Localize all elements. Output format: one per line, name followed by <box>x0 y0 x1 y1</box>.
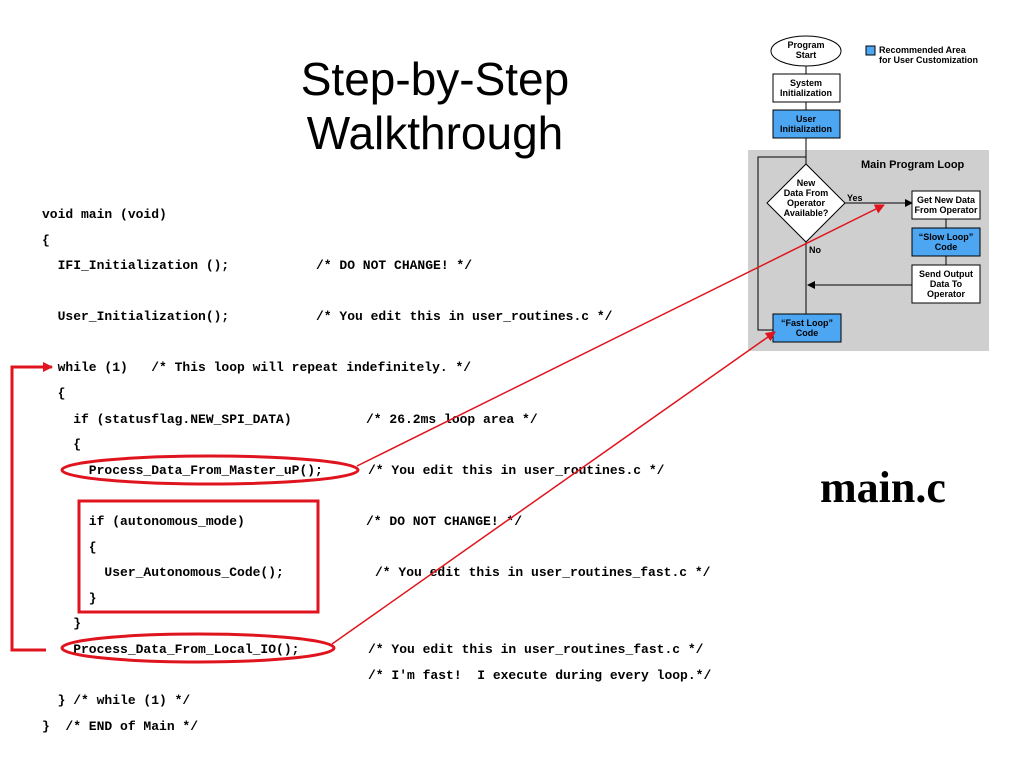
code-comment: /* DO NOT CHANGE! */ <box>316 258 473 273</box>
loop-title: Main Program Loop <box>861 159 965 171</box>
file-label: main.c <box>820 463 946 512</box>
slow-loop-label: “Slow Loop” <box>919 232 974 242</box>
code-line: while (1) /* This loop will repeat indef… <box>42 360 472 375</box>
arrow-to-fast-loop <box>331 331 776 645</box>
code-line: void main (void) <box>42 207 167 222</box>
legend-swatch <box>865 45 876 56</box>
code-line: User_Autonomous_Code(); <box>42 565 284 580</box>
slow-loop-node <box>911 227 981 257</box>
title-line-1: Step-by-Step <box>300 53 570 105</box>
user-init-label: User <box>796 114 817 124</box>
code-line: } <box>42 591 97 606</box>
legend-label: for User Customization <box>879 55 978 65</box>
code-line: { <box>42 437 82 452</box>
code-line: User_Initialization(); <box>42 309 230 324</box>
fast-loop-node <box>772 313 842 343</box>
get-data-label: From Operator <box>914 205 978 215</box>
loop-bracket-arrow <box>10 362 53 652</box>
code-line: if (autonomous_mode) <box>42 514 245 529</box>
code-comment: /* 26.2ms loop area */ <box>366 412 538 427</box>
code-line: IFI_Initialization (); <box>42 258 230 273</box>
code-line: { <box>42 386 66 401</box>
get-data-node <box>911 190 981 220</box>
decision-label: New <box>797 178 817 188</box>
decision-label: Available? <box>784 208 829 218</box>
slow-loop-label: Code <box>935 242 958 252</box>
fast-loop-label: Code <box>796 328 819 338</box>
decision-label: Operator <box>787 198 826 208</box>
system-init-label: System <box>790 78 822 88</box>
code-line: { <box>42 233 50 248</box>
highlight-master-up <box>60 454 360 486</box>
code-line: if (statusflag.NEW_SPI_DATA) <box>42 412 292 427</box>
send-output-label: Data To <box>930 279 963 289</box>
code-comment: /* You edit this in user_routines.c */ <box>316 309 613 324</box>
get-data-label: Get New Data <box>917 195 976 205</box>
highlight-autonomous-block <box>77 499 320 614</box>
send-output-label: Operator <box>927 289 966 299</box>
program-start-label: Program <box>787 40 824 50</box>
highlight-local-io <box>60 632 336 664</box>
code-line: Process_Data_From_Local_IO(); <box>42 642 300 657</box>
program-start-label: Start <box>796 50 817 60</box>
code-comment: /* I'm fast! I execute during every loop… <box>368 668 712 683</box>
code-line: } /* while (1) */ <box>42 693 191 708</box>
yes-label: Yes <box>847 193 863 203</box>
send-output-node <box>911 264 981 304</box>
code-line: { <box>42 540 97 555</box>
code-line: } <box>42 616 82 631</box>
slide-title: Step-by-Step Walkthrough <box>250 52 620 160</box>
decision-label: Data From <box>784 188 829 198</box>
code-comment: /* You edit this in user_routines.c */ <box>368 463 665 478</box>
user-init-label: Initialization <box>780 124 832 134</box>
system-init-label: Initialization <box>780 88 832 98</box>
user-init-node <box>772 109 841 139</box>
code-line: } /* END of Main */ <box>42 719 199 734</box>
title-line-2: Walkthrough <box>306 107 564 159</box>
code-comment: /* You edit this in user_routines_fast.c… <box>368 642 704 657</box>
arrow-to-get-data <box>356 204 885 467</box>
no-label: No <box>809 245 821 255</box>
fast-loop-label: “Fast Loop” <box>781 318 833 328</box>
send-output-label: Send Output <box>919 269 973 279</box>
code-comment: /* You edit this in user_routines_fast.c… <box>375 565 711 580</box>
legend-label: Recommended Area <box>879 45 967 55</box>
code-line: Process_Data_From_Master_uP(); <box>42 463 323 478</box>
